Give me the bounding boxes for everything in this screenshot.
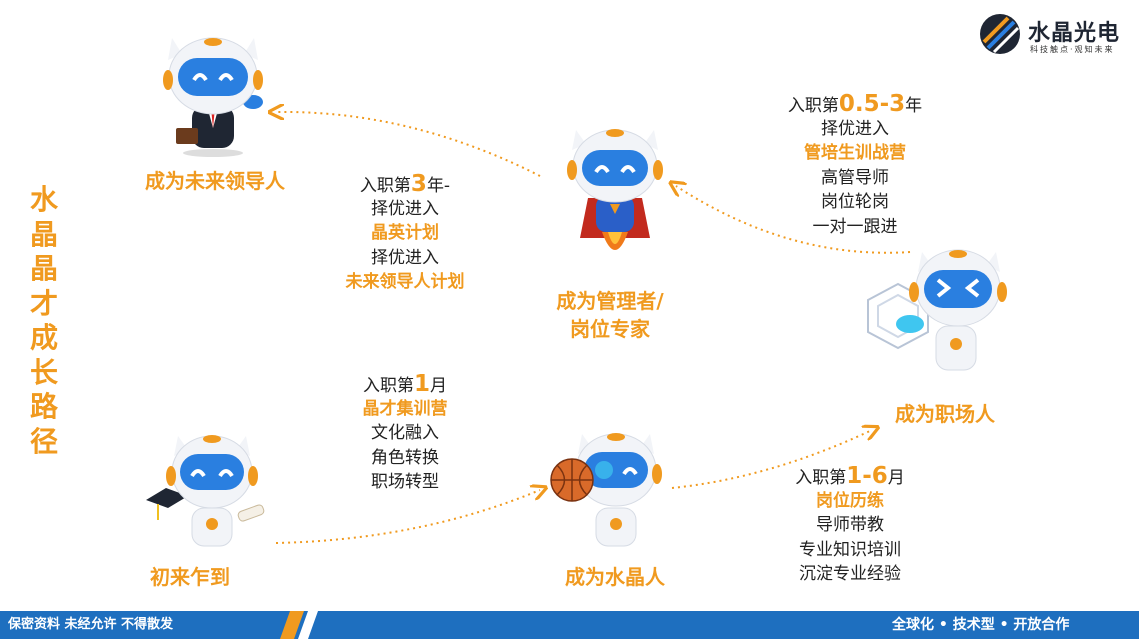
manager-robot-icon — [567, 129, 663, 250]
desc-crystal-line1: 入职第1-6月 — [795, 463, 905, 489]
desc-manager: 入职第0.5-3年 择优进入 管培生训战营 高管导师 岗位轮岗 一对一跟进 — [770, 92, 940, 239]
desc-crystal-line3: 导师带教 — [816, 515, 884, 535]
side-title-char: 晶 — [29, 252, 58, 285]
side-title-char: 径 — [29, 424, 58, 458]
desc-newcomer: 入职第1月 晶才集训营 文化融入 角色转换 职场转型 — [330, 372, 480, 495]
stage-leader: 成为未来领导人 — [145, 169, 285, 193]
side-title: 水 晶 晶 才 成 长 路 径 — [24, 183, 64, 459]
desc-newcomer-line2: 晶才集训营 — [362, 398, 448, 419]
side-title-char: 水 — [29, 183, 58, 216]
desc-manager-line2: 择优进入 — [821, 118, 889, 139]
desc-leader-line4: 择优进入 — [371, 247, 439, 268]
desc-leader-line2: 择优进入 — [371, 198, 439, 219]
footer-confidential: 保密资料 未经允许 不得散发 — [8, 617, 174, 632]
connector-manager-to-leader — [276, 112, 541, 177]
connector-crystal-to-professional — [671, 430, 872, 489]
desc-manager-line4: 高管导师 — [821, 167, 889, 188]
stage-newcomer: 初来乍到 — [150, 565, 230, 589]
desc-manager-line1: 入职第0.5-3年 — [787, 91, 923, 117]
desc-manager-line3: 管培生训战营 — [804, 143, 906, 163]
side-title-char: 路 — [29, 390, 58, 423]
desc-leader-line1: 入职第3年- — [359, 171, 451, 197]
stage-manager-line2: 岗位专家 — [570, 317, 650, 341]
desc-newcomer-line4: 角色转换 — [371, 447, 439, 468]
desc-leader-line3: 晶英计划 — [371, 223, 439, 243]
logo-name: 水晶光电 — [1028, 21, 1121, 46]
side-title-char: 成 — [29, 321, 58, 354]
side-title-char: 晶 — [29, 217, 58, 251]
stage-professional: 成为职场人 — [895, 402, 995, 426]
leader-robot-icon — [163, 37, 263, 157]
desc-leader: 入职第3年- 择优进入 晶英计划 择优进入 未来领导人计划 — [320, 172, 490, 295]
desc-manager-line5: 岗位轮岗 — [821, 192, 889, 212]
professional-robot-icon — [867, 249, 1007, 371]
footer-bar — [0, 611, 1139, 639]
crystal-robot-icon — [550, 433, 662, 547]
stage-manager-line1: 成为管理者/ — [556, 289, 664, 313]
desc-newcomer-line3: 文化融入 — [371, 423, 439, 443]
logo-mark-icon — [980, 14, 1020, 54]
desc-crystal: 入职第1-6月 岗位历练 导师带教 专业知识培训 沉淀专业经验 — [770, 464, 930, 587]
newcomer-robot-icon — [146, 435, 265, 547]
side-title-char: 长 — [29, 355, 58, 389]
desc-newcomer-line5: 职场转型 — [371, 472, 439, 492]
stage-manager: 成为管理者/ 岗位专家 — [530, 287, 690, 343]
footer-slogan: 全球化 • 技术型 • 开放合作 — [892, 617, 1070, 633]
desc-crystal-line2: 岗位历练 — [816, 490, 884, 511]
stage-crystal: 成为水晶人 — [565, 565, 665, 589]
desc-manager-line6: 一对一跟进 — [812, 216, 898, 237]
desc-leader-line5: 未来领导人计划 — [345, 272, 465, 292]
side-title-char: 才 — [29, 286, 58, 320]
desc-crystal-line5: 沉淀专业经验 — [799, 564, 901, 584]
desc-newcomer-line1: 入职第1月 — [362, 371, 447, 397]
logo-slogan: 科技触点·观知未来 — [1030, 45, 1115, 54]
connector-newcomer-to-crystal — [275, 490, 540, 544]
desc-crystal-line4: 专业知识培训 — [799, 539, 901, 560]
